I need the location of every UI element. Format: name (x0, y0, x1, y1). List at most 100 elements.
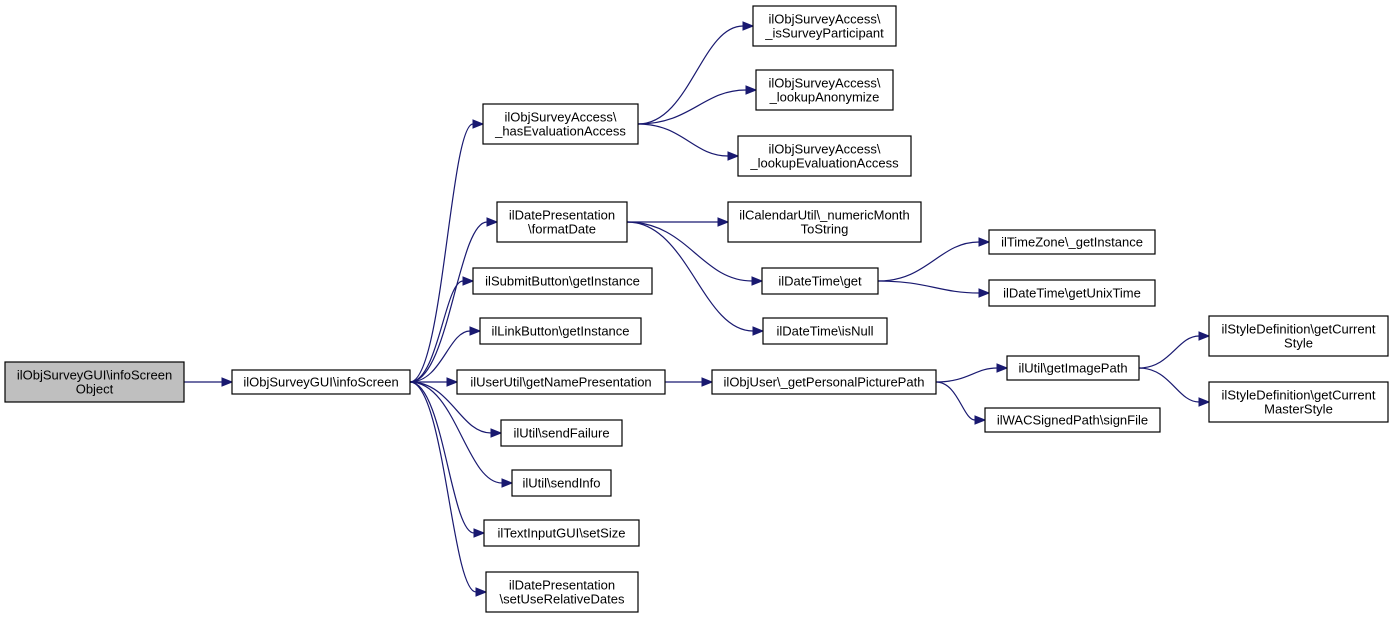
edge-has-evaluation-access-to-lookup-evaluation-access (637, 123, 729, 157)
node-get-image-path[interactable]: ilUtil\getImagePath (1006, 355, 1140, 381)
node-lookup-evaluation-access[interactable]: ilObjSurveyAccess\_lookupEvaluationAcces… (737, 135, 912, 177)
arrowhead-link-button (469, 326, 482, 336)
node-label: ilDateTime\get (778, 274, 862, 289)
node-label: ilTextInputGUI\setSize (498, 526, 626, 541)
node-label: ilUtil\getImagePath (1018, 361, 1127, 376)
arrowhead-get-current-style (1198, 331, 1211, 341)
node-label: ilLinkButton\getInstance (491, 324, 629, 339)
node-box (1208, 381, 1389, 423)
node-box (762, 317, 888, 345)
node-label: ilSubmitButton\getInstance (485, 274, 640, 289)
node-is-survey-participant[interactable]: ilObjSurveyAccess\_isSurveyParticipant (752, 5, 897, 47)
node-submit-button[interactable]: ilSubmitButton\getInstance (472, 267, 653, 295)
node-box (988, 279, 1156, 307)
arrowhead-get-personal-picture-path (701, 377, 714, 387)
node-label: _isSurveyParticipant (764, 26, 884, 41)
node-get-unix-time[interactable]: ilDateTime\getUnixTime (988, 279, 1156, 307)
node-label: MasterStyle (1264, 402, 1333, 417)
node-box (755, 69, 894, 111)
node-lookup-anonymize[interactable]: ilObjSurveyAccess\_lookupAnonymize (755, 69, 894, 111)
node-label: Object (76, 382, 114, 397)
arrowhead-lookup-anonymize (745, 85, 758, 95)
arrowhead-time-zone-get-instance (978, 237, 991, 247)
node-box (727, 201, 922, 243)
edge-date-time-get-to-get-unix-time (877, 280, 980, 294)
node-label: ilTimeZone\_getInstance (1001, 235, 1143, 250)
node-label: _lookupAnonymize (769, 90, 880, 105)
edge-get-personal-picture-path-to-sign-file (935, 381, 976, 421)
node-has-evaluation-access[interactable]: ilObjSurveyAccess\_hasEvaluationAccess (482, 103, 639, 145)
node-label: ilObjSurveyAccess\ (505, 110, 617, 125)
node-set-size[interactable]: ilTextInputGUI\setSize (483, 519, 640, 547)
arrowhead-is-survey-participant (742, 21, 755, 31)
node-label: ilDatePresentation (509, 578, 615, 593)
node-box (1208, 315, 1389, 357)
node-box (456, 369, 666, 395)
node-set-use-relative-dates[interactable]: ilDatePresentation\setUseRelativeDates (485, 571, 639, 613)
node-info-screen[interactable]: ilObjSurveyGUI\infoScreen (231, 369, 411, 395)
arrowhead-numeric-month-to-string (717, 217, 730, 227)
arrowhead-get-image-path (996, 363, 1009, 373)
node-label: ilObjSurveyGUI\infoScreen (17, 368, 172, 383)
arrowhead-send-info (501, 478, 514, 488)
node-box (483, 519, 640, 547)
node-box (711, 369, 937, 395)
node-box (500, 419, 623, 447)
arrowhead-format-date (486, 217, 499, 227)
edge-info-screen-to-set-size (409, 381, 475, 534)
node-label: ilDatePresentation (509, 208, 615, 223)
node-format-date[interactable]: ilDatePresentation\formatDate (496, 201, 628, 243)
node-box (231, 369, 411, 395)
node-label: ilCalendarUtil\_numericMonth (739, 208, 910, 223)
node-label: \setUseRelativeDates (500, 592, 625, 607)
node-send-failure[interactable]: ilUtil\sendFailure (500, 419, 623, 447)
arrowhead-get-unix-time (978, 288, 991, 298)
edge-format-date-to-is-null (626, 221, 754, 332)
arrowhead-send-failure (490, 428, 503, 438)
edge-info-screen-to-send-failure (409, 381, 492, 434)
arrowhead-set-use-relative-dates (475, 587, 488, 597)
edge-get-image-path-to-get-current-style (1138, 335, 1200, 369)
node-label: _lookupEvaluationAccess (749, 156, 899, 171)
node-sign-file[interactable]: ilWACSignedPath\signFile (984, 407, 1161, 433)
node-box (496, 201, 628, 243)
edges-layer (184, 21, 1211, 597)
node-get-name-presentation[interactable]: ilUserUtil\getNamePresentation (456, 369, 666, 395)
edge-info-screen-to-link-button (409, 330, 471, 383)
node-label: ilObjSurveyAccess\ (769, 142, 881, 157)
node-time-zone-get-instance[interactable]: ilTimeZone\_getInstance (988, 229, 1156, 255)
node-box (737, 135, 912, 177)
arrowhead-info-screen (221, 377, 234, 387)
node-label: ilUtil\sendInfo (522, 476, 600, 491)
edge-get-personal-picture-path-to-get-image-path (935, 367, 998, 383)
node-is-null[interactable]: ilDateTime\isNull (762, 317, 888, 345)
node-label: ToString (801, 222, 849, 237)
node-box (752, 5, 897, 47)
node-link-button[interactable]: ilLinkButton\getInstance (479, 317, 642, 345)
arrowhead-set-size (473, 528, 486, 538)
arrowhead-submit-button (462, 276, 475, 286)
edge-info-screen-to-set-use-relative-dates (409, 381, 477, 593)
edge-has-evaluation-access-to-is-survey-participant (637, 25, 744, 125)
arrowhead-sign-file (974, 415, 987, 425)
node-get-personal-picture-path[interactable]: ilObjUser\_getPersonalPicturePath (711, 369, 937, 395)
node-send-info[interactable]: ilUtil\sendInfo (511, 469, 612, 497)
edge-info-screen-to-has-evaluation-access (409, 123, 474, 383)
arrowhead-lookup-evaluation-access (727, 151, 740, 161)
node-label: ilStyleDefinition\getCurrent (1222, 388, 1376, 403)
node-box (4, 361, 185, 403)
edge-format-date-to-date-time-get (626, 221, 753, 282)
node-label: ilObjUser\_getPersonalPicturePath (724, 375, 925, 390)
node-date-time-get[interactable]: ilDateTime\get (761, 267, 879, 295)
edge-info-screen-to-submit-button (409, 280, 464, 383)
arrowhead-is-null (752, 326, 765, 336)
node-box (511, 469, 612, 497)
node-box (479, 317, 642, 345)
arrowhead-has-evaluation-access (472, 119, 485, 129)
edge-date-time-get-to-time-zone-get-instance (877, 241, 980, 282)
